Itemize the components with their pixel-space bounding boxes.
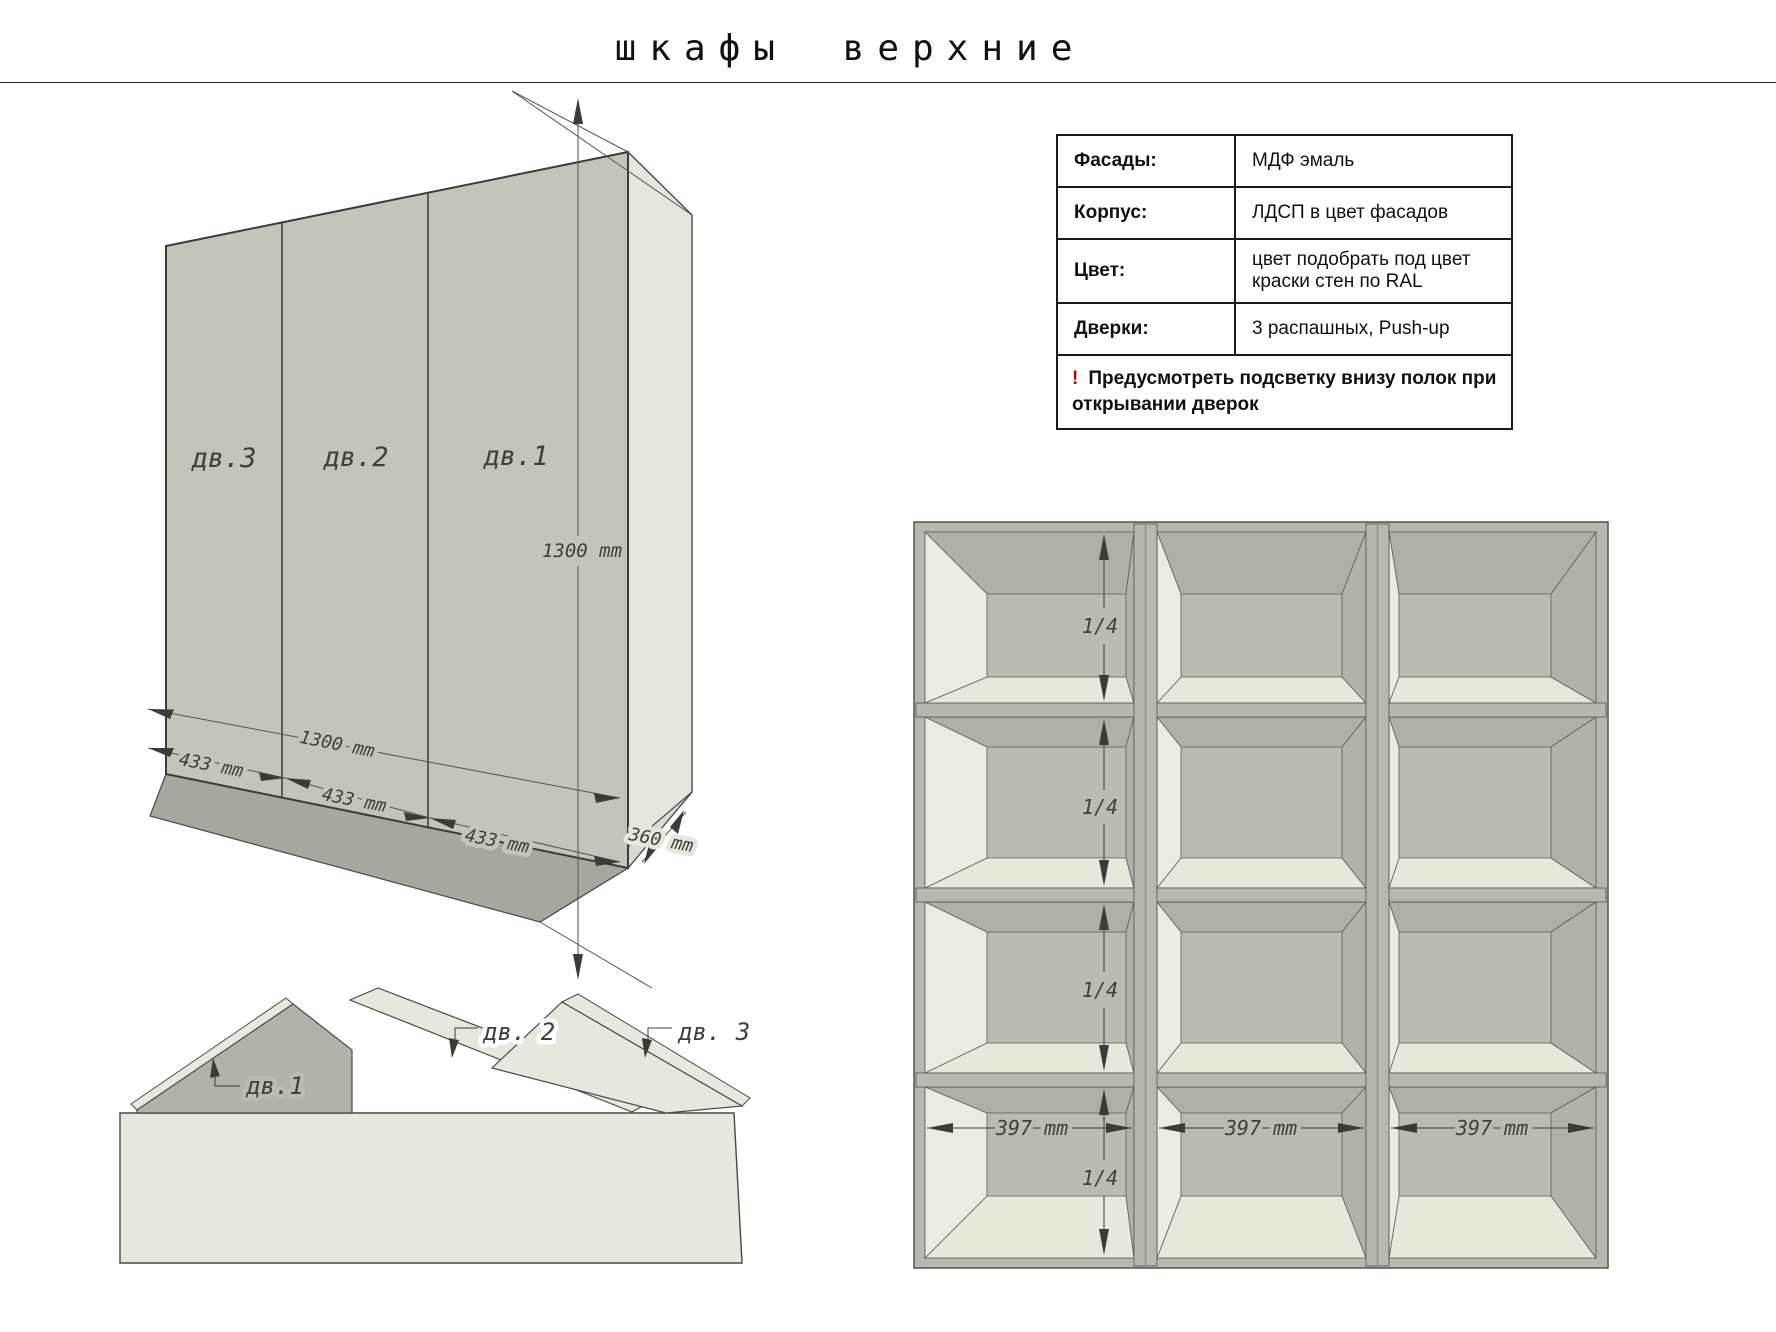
row-label: Дверки:	[1056, 302, 1236, 356]
compartment-face	[924, 716, 988, 889]
compartment-face	[1550, 901, 1597, 1074]
compartment-face	[1156, 715, 1182, 890]
compartment-face	[924, 901, 988, 1074]
door2-leader: дв. 2	[449, 1014, 560, 1058]
module3-width-label: 397 mm	[1455, 1116, 1528, 1140]
door3-panel	[490, 1001, 744, 1114]
row-label: Корпус:	[1056, 186, 1236, 240]
module-dividers	[1133, 523, 1390, 1267]
dim-extension-top-1	[511, 90, 629, 153]
door-label-1: дв.1	[482, 441, 548, 472]
module-width-dims	[927, 1123, 1594, 1133]
table-row: Дверки: 3 распашных, Push-up	[1056, 302, 1513, 356]
compartment-face	[1388, 901, 1400, 1074]
arrow-up-icon	[573, 98, 583, 124]
warning-mark: !	[1072, 368, 1079, 389]
row-value: МДФ эмаль	[1234, 134, 1513, 188]
compartment-face	[1156, 900, 1182, 1075]
row-label: Фасады:	[1056, 134, 1236, 188]
front-interior-view: 1/4 1/4 1/4 1/4 397 mm 397 mm 397 mm	[913, 521, 1609, 1269]
compartment-face	[1156, 716, 1367, 748]
door1-leader: дв.1	[210, 1058, 308, 1105]
compartment-face	[1388, 716, 1400, 889]
open-doors-view: дв.1 дв. 2 дв. 3	[119, 987, 755, 1264]
dim-extension-bottom	[539, 921, 653, 989]
fraction-label-1: 1/4	[1082, 614, 1118, 638]
module1-width-label: 397 mm	[995, 1116, 1068, 1140]
row-label: Цвет:	[1056, 238, 1236, 304]
title-rule	[0, 82, 1776, 83]
door3-leader: дв. 3	[642, 1014, 755, 1058]
door-label-3: дв.3	[190, 443, 256, 474]
warning-text: Предусмотреть подсветку внизу полок при …	[1072, 368, 1497, 416]
compartment-face	[1156, 1195, 1367, 1259]
door1-panel	[136, 1003, 353, 1114]
compartment-face	[924, 531, 988, 704]
compartment-face	[1156, 1042, 1367, 1074]
compartments	[924, 530, 1598, 1260]
arrow-down-icon	[573, 954, 583, 980]
svg-text:дв. 2: дв. 2	[482, 1018, 555, 1046]
table-row: Корпус: ЛДСП в цвет фасадов	[1056, 186, 1513, 240]
compartment-face	[1156, 857, 1367, 889]
table-row: Цвет: цвет подобрать под цвет краски сте…	[1056, 238, 1513, 304]
fraction-label-4: 1/4	[1082, 1166, 1118, 1190]
compartment-face	[1550, 716, 1597, 889]
svg-text:дв.1: дв.1	[245, 1072, 304, 1100]
row-value: ЛДСП в цвет фасадов	[1234, 186, 1513, 240]
table-warning-row: !Предусмотреть подсветку внизу полок при…	[1056, 353, 1513, 431]
row-value: цвет подобрать под цвет краски стен по R…	[1234, 238, 1513, 304]
compartment-face	[1156, 1086, 1367, 1114]
fraction-label-2: 1/4	[1082, 795, 1118, 819]
warning-cell: !Предусмотреть подсветку внизу полок при…	[1056, 353, 1513, 431]
shelf-fraction-dims	[1099, 534, 1109, 1255]
dim-extension-top-2	[511, 90, 693, 216]
table-row: Фасады: МДФ эмаль	[1056, 134, 1513, 188]
compartment-face	[1341, 715, 1367, 890]
base-panel	[119, 1112, 743, 1264]
compartment-face	[1125, 716, 1135, 889]
row-value: 3 распашных, Push-up	[1234, 302, 1513, 356]
shelves	[915, 702, 1607, 1088]
height-dim-label: 1300 mm	[542, 540, 622, 562]
compartment-face	[1550, 530, 1597, 704]
iso-cabinet-view: 1300 mm дв.3 дв.2 дв.1 1300 mm 433 mm 43…	[147, 90, 700, 989]
compartment-face	[1156, 676, 1367, 704]
fraction-label-3: 1/4	[1082, 978, 1118, 1002]
compartment-face	[1341, 900, 1367, 1075]
compartment-face	[1156, 531, 1367, 595]
compartment-face	[1156, 901, 1367, 933]
compartment-face	[1125, 901, 1135, 1074]
module2-width-label: 397 mm	[1224, 1116, 1297, 1140]
cabinet-side-panel	[627, 150, 693, 870]
spec-table: Фасады: МДФ эмаль Корпус: ЛДСП в цвет фа…	[1056, 134, 1513, 431]
svg-text:дв. 3: дв. 3	[677, 1018, 750, 1046]
door-label-2: дв.2	[322, 442, 388, 473]
page-title: шкафы верхние	[614, 28, 1086, 69]
